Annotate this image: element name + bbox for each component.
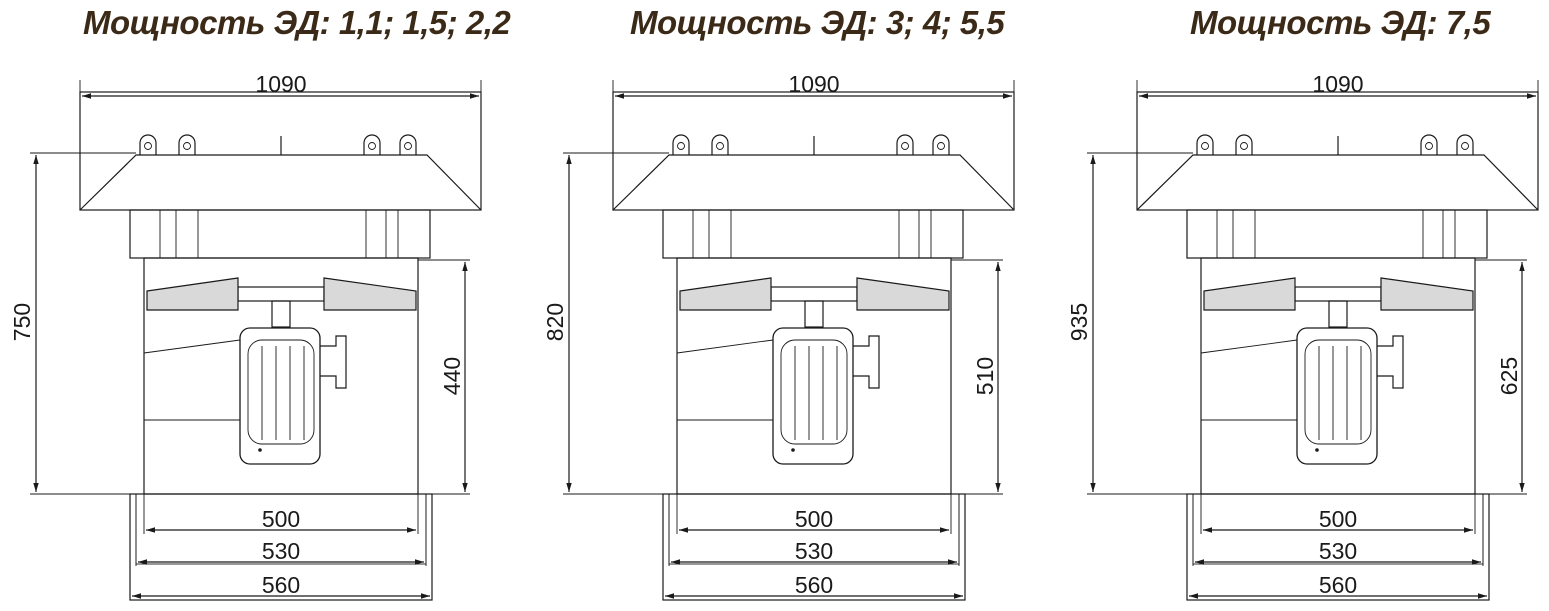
lifting-lug — [1235, 134, 1253, 155]
lifting-lug — [1196, 134, 1214, 155]
impeller-blade-left — [1203, 277, 1296, 311]
motor-fins — [247, 339, 315, 445]
impeller-blade-left — [146, 277, 239, 311]
collar — [1186, 209, 1488, 259]
motor-body — [772, 327, 854, 465]
impeller-hub — [770, 286, 858, 302]
motor-body — [239, 327, 321, 465]
hood-slope — [612, 154, 1015, 211]
motor-body — [1296, 327, 1378, 465]
lug-hole — [404, 142, 412, 150]
terminal-box — [320, 335, 347, 389]
lifting-lug — [932, 134, 950, 155]
dim-width-bottom-label: 560 — [262, 572, 300, 598]
impeller-blade-right — [856, 277, 950, 311]
motor-fins — [780, 339, 848, 445]
dim-width-bottom-label: 560 — [1319, 572, 1357, 598]
motor-fins — [1304, 339, 1372, 445]
dim-width-bottom-label: 500 — [262, 506, 300, 532]
dim-width-bottom-label: 500 — [1319, 506, 1357, 532]
dim-height-inner-label: 510 — [972, 357, 998, 395]
lifting-lug — [139, 134, 157, 155]
lug-hole — [937, 142, 945, 150]
dim-width-bottom-label: 500 — [795, 506, 833, 532]
terminal-box — [853, 335, 880, 389]
fan-view-3: 1090 935 625 500 530 560 — [1066, 71, 1539, 601]
lifting-lug — [711, 134, 729, 155]
lifting-lug — [399, 134, 417, 155]
hood-slope — [1136, 154, 1539, 211]
dim-width-bottom-label: 560 — [795, 572, 833, 598]
lug-hole — [1240, 142, 1248, 150]
lifting-lug — [1420, 134, 1438, 155]
shaft — [271, 300, 291, 328]
housing-line — [143, 339, 241, 354]
motor-dot — [258, 448, 262, 452]
lug-hole — [368, 142, 376, 150]
lifting-lug — [672, 134, 690, 155]
dim-width-top-label: 1090 — [788, 71, 839, 97]
lug-hole — [716, 142, 724, 150]
dim-height-total-label: 935 — [1066, 303, 1092, 341]
dim-height-total-label: 820 — [542, 303, 568, 341]
lifting-lug — [896, 134, 914, 155]
collar — [129, 209, 431, 259]
fan-view-1: 1090 750 440 500 530 560 — [9, 71, 482, 601]
dim-height-inner-label: 440 — [439, 357, 465, 395]
title-view-3: Мощность ЭД: 7,5 — [1190, 4, 1491, 41]
lifting-lug — [363, 134, 381, 155]
lug-hole — [1461, 142, 1469, 150]
housing-line — [676, 339, 774, 354]
fan-view-2: 1090 820 510 500 530 560 — [542, 71, 1015, 601]
impeller-hub — [237, 286, 325, 302]
impeller-blade-right — [1380, 277, 1474, 311]
terminal-box — [1377, 335, 1404, 389]
dim-width-top-label: 1090 — [1312, 71, 1363, 97]
housing-line — [1200, 339, 1298, 354]
lug-hole — [1201, 142, 1209, 150]
dim-width-bottom-label: 530 — [262, 538, 300, 564]
dim-width-top-label: 1090 — [255, 71, 306, 97]
title-view-1: Мощность ЭД: 1,1; 1,5; 2,2 — [83, 4, 511, 41]
lug-hole — [183, 142, 191, 150]
motor-dot — [791, 448, 795, 452]
dim-height-total-label: 750 — [9, 303, 35, 341]
lifting-lug — [178, 134, 196, 155]
dim-width-bottom-label: 530 — [1319, 538, 1357, 564]
motor-dot — [1315, 448, 1319, 452]
impeller-blade-left — [679, 277, 772, 311]
impeller-hub — [1294, 286, 1382, 302]
lifting-lug — [1456, 134, 1474, 155]
shaft — [804, 300, 824, 328]
lug-hole — [901, 142, 909, 150]
lug-hole — [677, 142, 685, 150]
collar — [662, 209, 964, 259]
lug-hole — [144, 142, 152, 150]
impeller-blade-right — [323, 277, 417, 311]
shaft — [1328, 300, 1348, 328]
lug-hole — [1425, 142, 1433, 150]
dim-width-bottom-label: 530 — [795, 538, 833, 564]
dim-height-inner-label: 625 — [1496, 357, 1522, 395]
title-view-2: Мощность ЭД: 3; 4; 5,5 — [630, 4, 1005, 41]
hood-slope — [79, 154, 482, 211]
